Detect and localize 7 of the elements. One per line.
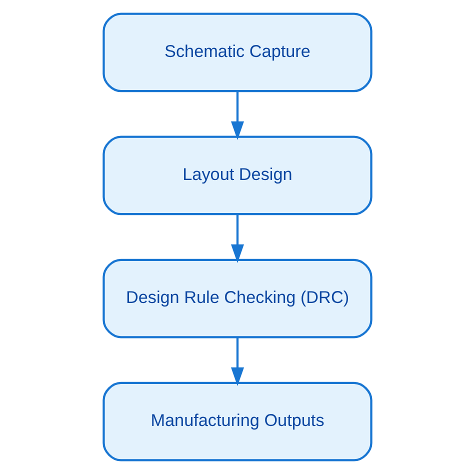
node-box: Layout Design	[102, 136, 372, 216]
arrow	[230, 337, 244, 386]
arrow	[230, 214, 244, 263]
node-box: Schematic Capture	[102, 12, 372, 92]
node-box: Manufacturing Outputs	[102, 382, 372, 462]
arrow	[230, 91, 244, 140]
node-box: Design Rule Checking (DRC)	[102, 258, 372, 338]
